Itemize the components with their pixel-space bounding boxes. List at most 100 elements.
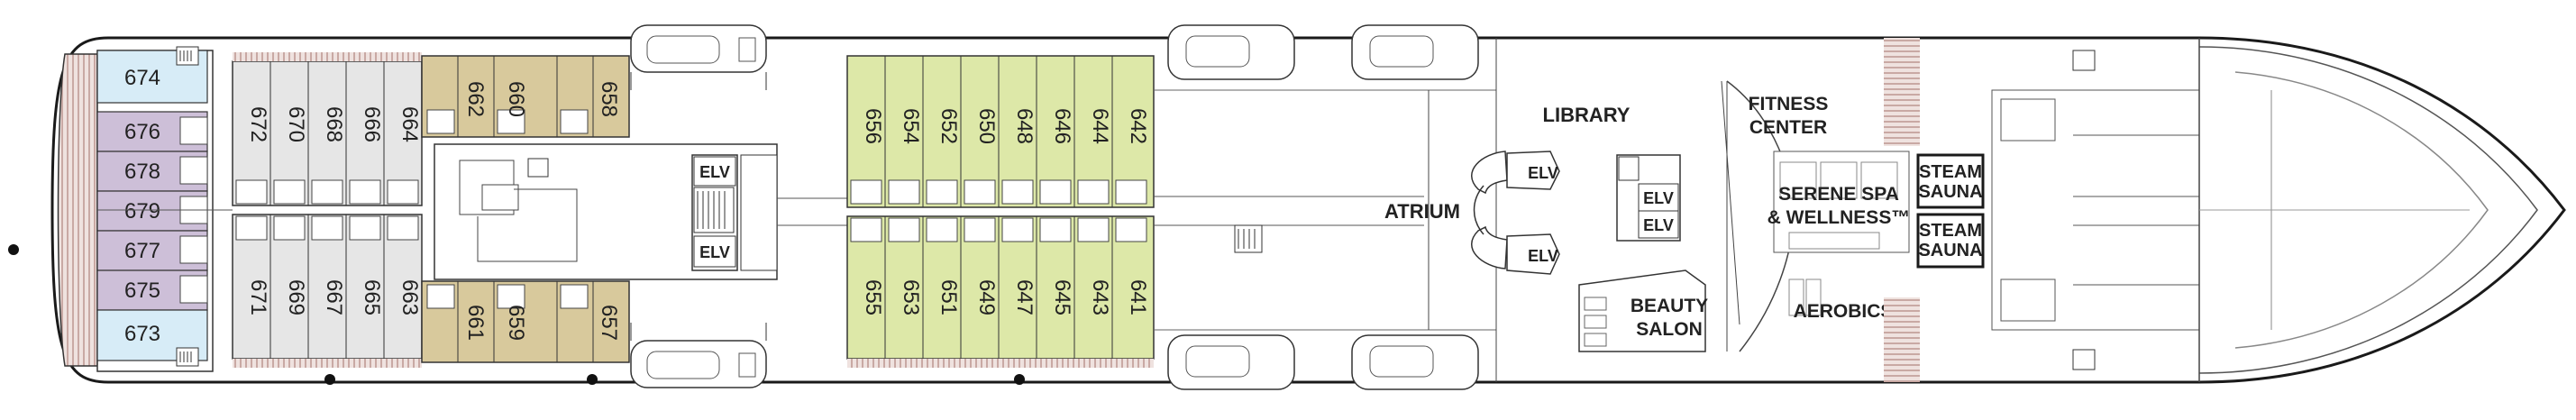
stairs-icon [176, 347, 199, 367]
cabin-label-671: 671 [246, 279, 270, 315]
stairs-icon [693, 187, 735, 233]
lifeboat [630, 24, 767, 90]
cabin-label-673: 673 [124, 322, 160, 346]
steam-sauna-label: STEAM [1919, 162, 1982, 182]
cabin-label-679: 679 [124, 199, 160, 224]
steam-sauna-bottom [1916, 213, 1985, 269]
lifeboat [630, 323, 767, 388]
cabin-label-647: 647 [1012, 279, 1037, 315]
stairs-icon [176, 46, 199, 66]
library-elevator-block [1616, 154, 1681, 242]
bow-inner-curve [2234, 71, 2489, 349]
elevator-label: ELV [1528, 247, 1558, 265]
fitness-center-label: FITNESS [1749, 94, 1829, 114]
steam-sauna-label: STEAM [1919, 221, 1982, 241]
cabin-label-651: 651 [936, 279, 961, 315]
stairs-icon [1234, 224, 1263, 253]
cabin-label-655: 655 [861, 279, 885, 315]
atrium-label: ATRIUM [1384, 200, 1460, 223]
elevator-left-bottom[interactable] [693, 235, 736, 268]
elevator-left-top[interactable] [693, 156, 736, 187]
cabin-label-649: 649 [974, 279, 999, 315]
cabin-label-669: 669 [284, 279, 308, 315]
stripe-bottom-green [847, 359, 1154, 368]
cabin-label-668: 668 [322, 106, 346, 142]
cabin-label-675: 675 [124, 278, 160, 303]
lifeboat [1167, 24, 1295, 80]
cabin-label-676: 676 [124, 120, 160, 144]
steam-sauna-label: SAUNA [1918, 241, 1982, 260]
cabin-label-662: 662 [463, 81, 488, 117]
cabin-label-643: 643 [1088, 279, 1112, 315]
hull-inner-line [2198, 46, 2538, 374]
elevator-label: ELV [699, 163, 730, 181]
steam-sauna-top [1916, 153, 1985, 209]
cabin-label-657: 657 [597, 305, 621, 341]
cabin-label-645: 645 [1050, 279, 1074, 315]
cabin-label-666: 666 [360, 106, 384, 142]
stern-cabin-block [96, 46, 214, 372]
gray-cabins-top [232, 60, 423, 206]
wall [1721, 80, 1740, 325]
cabin-label-641: 641 [1126, 279, 1150, 315]
green-cabins-top [846, 55, 1155, 208]
elevator-label: ELV [1643, 189, 1674, 207]
spa-deck-top [1884, 38, 1920, 146]
hull-outline [50, 36, 2566, 384]
cabin-label-663: 663 [397, 279, 422, 315]
elevator-label: ELV [699, 243, 730, 261]
elevator-library-bottom[interactable] [1638, 210, 1679, 239]
atrium-staircase [1471, 151, 1508, 269]
marker-dot [324, 374, 335, 385]
steam-sauna-label: SAUNA [1918, 182, 1982, 202]
library-label: LIBRARY [1543, 104, 1631, 126]
cabin-label-659: 659 [504, 305, 528, 341]
cabin-label-677: 677 [124, 239, 160, 263]
tan-cabins-bottom [421, 280, 630, 363]
cabin-label-667: 667 [322, 279, 346, 315]
elevator-label: ELV [1528, 164, 1558, 182]
gray-cabins-bottom [232, 214, 423, 360]
cabin-label-664: 664 [397, 106, 422, 142]
green-cabins-bottom [846, 215, 1155, 360]
cabin-label-648: 648 [1012, 108, 1037, 144]
beauty-salon-label: BEAUTY [1631, 296, 1708, 316]
cabin-label-656: 656 [861, 108, 885, 144]
cabin-label-665: 665 [360, 279, 384, 315]
marker-dot [587, 374, 598, 385]
lifeboat [1351, 24, 1479, 80]
cabin-label-644: 644 [1088, 108, 1112, 144]
cabin-label-661: 661 [463, 305, 488, 341]
elevator-library-top[interactable] [1638, 183, 1679, 212]
cabin-label-653: 653 [899, 279, 923, 315]
cabin-label-672: 672 [246, 106, 270, 142]
beauty-salon [1578, 269, 1706, 352]
cabin-label-658: 658 [597, 81, 621, 117]
beauty-salon-label: SALON [1636, 319, 1703, 340]
elevator-atrium-bottom[interactable] [1506, 233, 1560, 275]
marker-dot [8, 244, 19, 255]
cabin-label-652: 652 [936, 108, 961, 144]
cabin-label-650: 650 [974, 108, 999, 144]
cabin-label-646: 646 [1050, 108, 1074, 144]
spa-deck-bottom [1884, 297, 1920, 382]
cabin-label-678: 678 [124, 160, 160, 184]
serene-spa-label: & WELLNESS™ [1768, 207, 1911, 228]
lifeboat [1351, 334, 1479, 390]
serene-spa-label: SERENE SPA [1778, 184, 1899, 205]
cabin-label-660: 660 [504, 81, 528, 117]
spa-treatment-rooms [1773, 151, 1910, 316]
elevator-label: ELV [1643, 216, 1674, 234]
stripe-top-gray [233, 52, 422, 61]
cabin-label-642: 642 [1126, 108, 1150, 144]
marker-dot [1014, 374, 1025, 385]
elevator-atrium-top[interactable] [1506, 151, 1560, 190]
cabin-label-670: 670 [284, 106, 308, 142]
cabin-label-654: 654 [899, 108, 923, 144]
stern-deck [57, 53, 98, 367]
fitness-center-label: CENTER [1749, 117, 1827, 138]
aerobics-label: AEROBICS [1794, 301, 1894, 322]
tan-cabins-top [421, 55, 630, 138]
stripe-bottom-gray [233, 359, 422, 368]
